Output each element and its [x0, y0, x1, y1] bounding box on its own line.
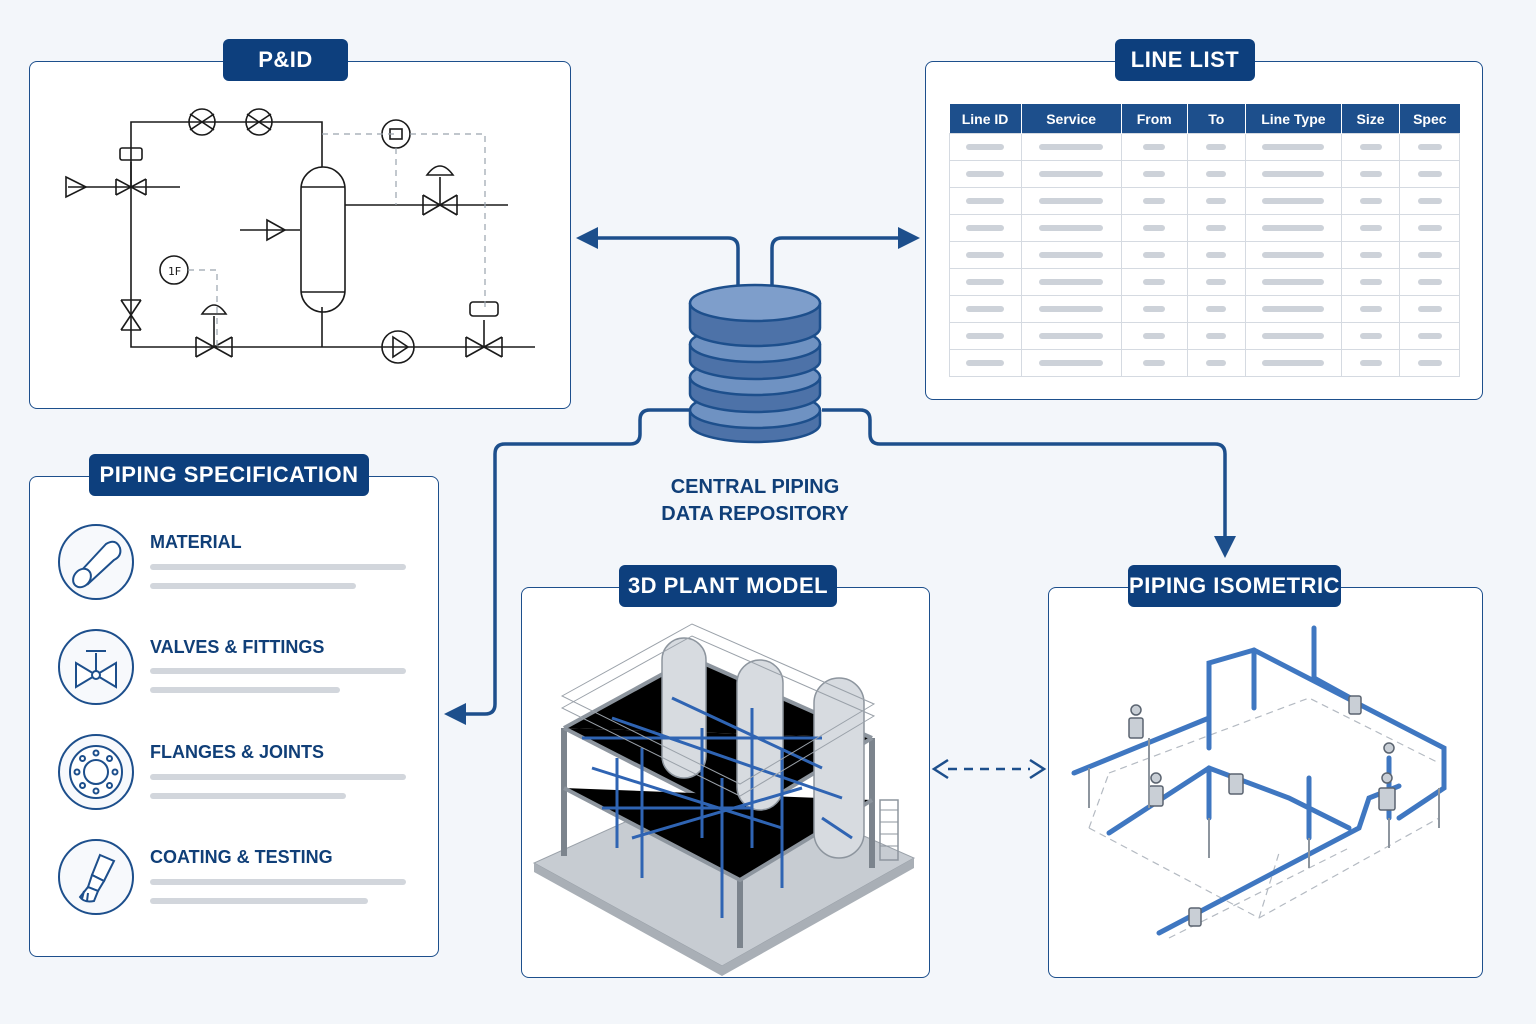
- table-cell-placeholder: [1120, 349, 1188, 377]
- table-cell-placeholder: [1186, 349, 1246, 377]
- line-list-header-row: Line ID Service From To Line Type Size S…: [949, 104, 1460, 134]
- spec-item-material[interactable]: MATERIAL: [58, 524, 418, 604]
- spec-placeholder-line: [150, 879, 406, 885]
- table-cell-placeholder: [1120, 214, 1188, 242]
- spec-label-flanges: FLANGES & JOINTS: [150, 742, 325, 762]
- col-spec[interactable]: Spec: [1399, 104, 1460, 134]
- pid-panel: 1F: [29, 61, 571, 409]
- col-from[interactable]: From: [1121, 104, 1188, 134]
- table-cell-placeholder: [1120, 241, 1188, 269]
- spec-placeholder-line: [150, 774, 406, 780]
- table-cell-placeholder: [1120, 160, 1188, 188]
- table-cell-placeholder: [1020, 322, 1122, 350]
- svg-text:1F: 1F: [168, 265, 181, 278]
- table-cell-placeholder: [1399, 349, 1460, 377]
- repository-label-line2: DATA REPOSITORY: [661, 503, 849, 525]
- table-row[interactable]: [949, 160, 1460, 188]
- arrow-to-line-list: [770, 236, 900, 300]
- isometric-drawing: [1071, 625, 1447, 939]
- piping-spec-title: PIPING SPECIFICATION: [89, 454, 369, 496]
- table-cell-placeholder: [1186, 214, 1246, 242]
- table-cell-placeholder: [1244, 268, 1342, 296]
- spec-placeholder-line: [150, 898, 368, 904]
- table-row[interactable]: [949, 214, 1460, 242]
- table-cell-placeholder: [1340, 133, 1401, 161]
- spec-placeholder-line: [150, 564, 406, 570]
- arrow-to-piping-spec: [466, 408, 690, 716]
- table-cell-placeholder: [1340, 214, 1401, 242]
- repository-label: CENTRAL PIPING DATA REPOSITORY: [630, 474, 880, 528]
- col-line-id[interactable]: Line ID: [949, 104, 1022, 134]
- isometric-title: PIPING ISOMETRIC: [1128, 565, 1341, 607]
- table-cell-placeholder: [1020, 187, 1122, 215]
- table-cell-placeholder: [1399, 268, 1460, 296]
- table-row[interactable]: [949, 241, 1460, 269]
- line-list-rows: [949, 133, 1460, 377]
- table-row[interactable]: [949, 268, 1460, 296]
- table-cell-placeholder: [1244, 133, 1342, 161]
- isometric-panel: [1048, 587, 1483, 978]
- spec-item-valves[interactable]: VALVES & FITTINGS: [58, 629, 418, 709]
- plant-model-illustration: [532, 623, 916, 976]
- spec-label-valves: VALVES & FITTINGS: [150, 637, 325, 657]
- table-cell-placeholder: [1244, 295, 1342, 323]
- spec-placeholder-line: [150, 793, 346, 799]
- table-row[interactable]: [949, 349, 1460, 377]
- table-row[interactable]: [949, 133, 1460, 161]
- spec-placeholder-line: [150, 583, 356, 589]
- table-cell-placeholder: [1340, 322, 1401, 350]
- col-size[interactable]: Size: [1341, 104, 1401, 134]
- table-cell-placeholder: [1120, 187, 1188, 215]
- pid-title: P&ID: [223, 39, 348, 81]
- repository-label-line1: CENTRAL PIPING: [670, 476, 840, 498]
- bidirectional-dashed-arrow: [931, 758, 1047, 780]
- table-cell-placeholder: [949, 295, 1022, 323]
- table-cell-placeholder: [1399, 295, 1460, 323]
- spec-placeholder-line: [150, 687, 340, 693]
- table-cell-placeholder: [1340, 187, 1401, 215]
- spec-label-material: MATERIAL: [150, 532, 242, 552]
- line-list-title: LINE LIST: [1115, 39, 1255, 81]
- brush-icon: [58, 839, 134, 915]
- table-cell-placeholder: [1186, 241, 1246, 269]
- table-cell-placeholder: [1399, 214, 1460, 242]
- arrow-to-isometric: [822, 408, 1227, 536]
- plant-model-title: 3D PLANT MODEL: [619, 565, 837, 607]
- table-cell-placeholder: [949, 133, 1022, 161]
- table-cell-placeholder: [1340, 349, 1401, 377]
- table-cell-placeholder: [1186, 133, 1246, 161]
- table-cell-placeholder: [1244, 214, 1342, 242]
- flange-icon: [58, 734, 134, 810]
- table-cell-placeholder: [949, 214, 1022, 242]
- table-cell-placeholder: [949, 322, 1022, 350]
- valve-icon: [58, 629, 134, 705]
- plant-model-panel: [521, 587, 930, 978]
- table-cell-placeholder: [1020, 268, 1122, 296]
- table-cell-placeholder: [1399, 187, 1460, 215]
- pid-drawing: 1F: [65, 108, 535, 364]
- spec-placeholder-line: [150, 668, 406, 674]
- table-cell-placeholder: [949, 349, 1022, 377]
- table-cell-placeholder: [1399, 160, 1460, 188]
- col-line-type[interactable]: Line Type: [1245, 104, 1342, 134]
- spec-item-flanges[interactable]: FLANGES & JOINTS: [58, 734, 418, 814]
- table-cell-placeholder: [1120, 133, 1188, 161]
- table-cell-placeholder: [949, 160, 1022, 188]
- pipe-icon: [58, 524, 134, 600]
- arrow-to-pid: [596, 236, 740, 300]
- line-list-table: Line ID Service From To Line Type Size S…: [949, 104, 1460, 377]
- spec-item-coating[interactable]: COATING & TESTING: [58, 839, 418, 919]
- spec-label-coating: COATING & TESTING: [150, 847, 333, 867]
- table-cell-placeholder: [1186, 295, 1246, 323]
- col-to[interactable]: To: [1187, 104, 1246, 134]
- table-cell-placeholder: [1020, 160, 1122, 188]
- table-cell-placeholder: [1399, 322, 1460, 350]
- table-cell-placeholder: [949, 241, 1022, 269]
- table-cell-placeholder: [1244, 349, 1342, 377]
- database-icon: [688, 283, 822, 444]
- col-service[interactable]: Service: [1021, 104, 1122, 134]
